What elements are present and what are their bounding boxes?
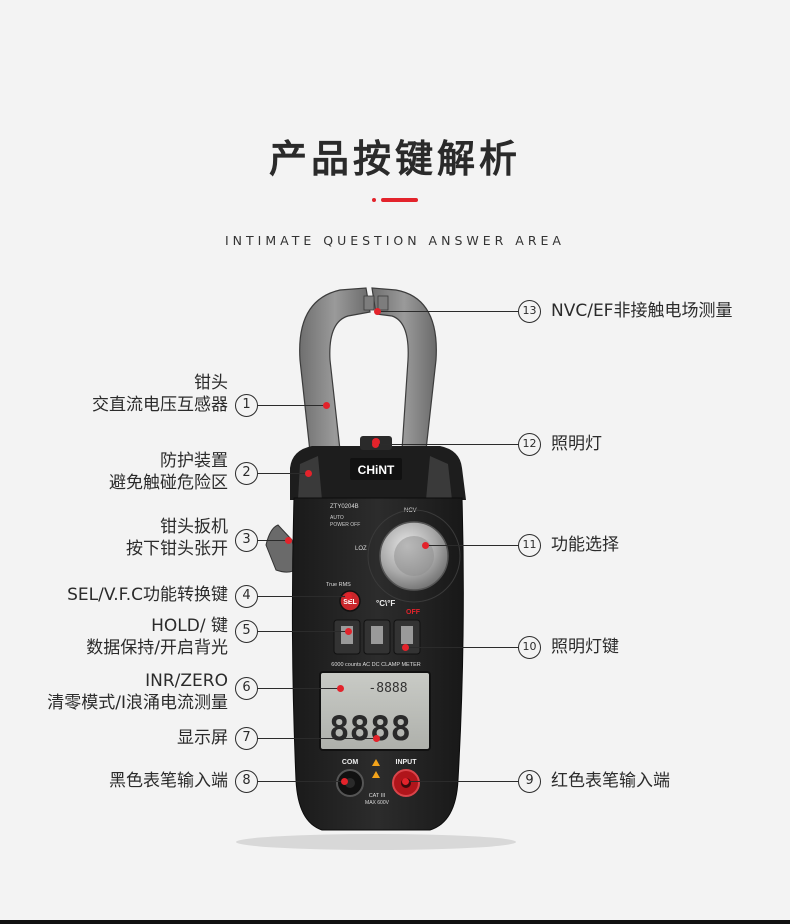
callout-13-text: NVC/EF非接触电场测量 (551, 301, 733, 321)
callout-4-number: 4 (235, 585, 258, 608)
svg-text:MAX 600V: MAX 600V (365, 800, 390, 806)
callout-3-number: 3 (235, 529, 258, 552)
callout-7-leader (258, 734, 380, 742)
callout-2-text: 防护装置避免触碰危险区 (109, 451, 228, 493)
callout-2-leader (258, 469, 312, 477)
callout-6-number: 6 (235, 677, 258, 700)
svg-text:8888: 8888 (329, 709, 411, 749)
counts-label: 6000 counts AC DC CLAMP METER (331, 662, 420, 668)
ncv-label: NCV (404, 508, 417, 514)
callout-8-text: 黑色表笔输入端 (109, 771, 228, 791)
callout-1-leader (258, 401, 330, 409)
callout-8-number: 8 (235, 770, 258, 793)
com-label: COM (342, 759, 359, 766)
callout-8-leader (258, 777, 348, 785)
callout-12-text: 照明灯 (551, 434, 602, 454)
true-rms-label: True RMS (326, 582, 351, 588)
callout-9-number: 9 (518, 770, 541, 793)
callout-12-leader (372, 440, 518, 448)
callout-5-leader (258, 627, 352, 635)
callout-7-text: 显示屏 (177, 728, 228, 748)
callout-2-number: 2 (235, 462, 258, 485)
input-label: INPUT (396, 759, 418, 766)
svg-text:SEL: SEL (343, 599, 357, 606)
page-title: 产品按键解析 (268, 137, 521, 181)
callout-3-leader (258, 536, 292, 544)
callout-9-leader (402, 777, 518, 785)
svg-text:-8888: -8888 (368, 681, 407, 696)
page-subtitle: INTIMATE QUESTION ANSWER AREA (225, 233, 565, 248)
callout-12-number: 12 (518, 433, 541, 456)
callout-3-text: 钳头扳机按下钳头张开 (126, 517, 228, 559)
callout-4-text: SEL/V.F.C功能转换键 (67, 585, 228, 605)
off-label: OFF (406, 609, 421, 616)
callout-1-text: 钳头交直流电压互感器 (92, 373, 228, 415)
svg-text:POWER OFF: POWER OFF (330, 522, 360, 528)
callout-13-number: 13 (518, 300, 541, 323)
callout-11-number: 11 (518, 534, 541, 557)
callout-13-leader (374, 307, 518, 315)
bottom-divider (0, 920, 790, 924)
model-label: ZTY0204B (330, 504, 359, 510)
callout-10-number: 10 (518, 636, 541, 659)
callout-11-leader (422, 541, 518, 549)
callout-11-text: 功能选择 (551, 535, 619, 555)
callout-9-text: 红色表笔输入端 (551, 771, 670, 791)
callout-10-text: 照明灯键 (551, 637, 619, 657)
loz-label: LOZ (355, 546, 367, 552)
svg-text:CAT III: CAT III (369, 793, 386, 799)
callout-10-leader (402, 643, 518, 651)
svg-text:AUTO: AUTO (330, 515, 344, 521)
brand-logo: CHiNT (358, 463, 395, 477)
callout-6-leader (258, 684, 344, 692)
temp-label: °C\°F (376, 599, 395, 608)
lcd-display (319, 671, 431, 751)
callout-5-number: 5 (235, 620, 258, 643)
callout-4-leader (258, 592, 352, 600)
callout-1-number: 1 (235, 394, 258, 417)
callout-5-text: HOLD/ 键数据保持/开启背光 (86, 616, 228, 658)
callout-7-number: 7 (235, 727, 258, 750)
